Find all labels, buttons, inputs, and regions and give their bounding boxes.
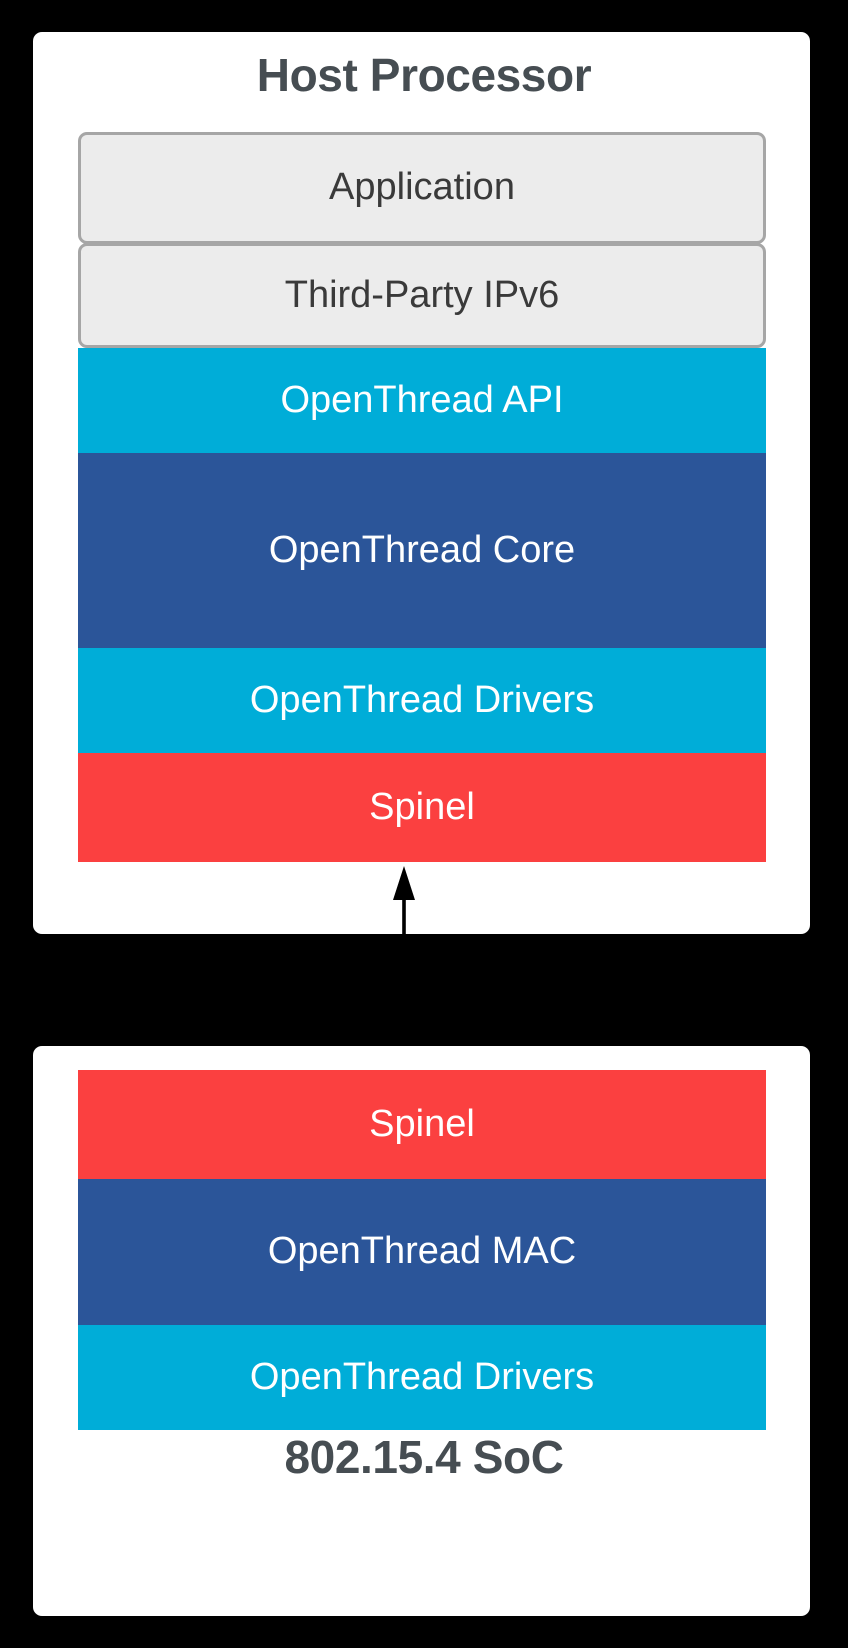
layer-openthread-api-label: OpenThread API — [280, 378, 564, 421]
layer-spinel-soc-label: Spinel — [369, 1102, 475, 1145]
host-processor-layer-stack: Application Third-Party IPv6 OpenThread … — [78, 132, 766, 862]
layer-spinel-host-label: Spinel — [369, 785, 475, 828]
layer-openthread-core[interactable]: OpenThread Core — [78, 453, 766, 648]
layer-spinel-host[interactable]: Spinel — [78, 753, 766, 862]
spinel-link-double-arrow — [390, 866, 418, 1064]
layer-openthread-drivers-host-label: OpenThread Drivers — [249, 678, 595, 721]
layer-openthread-drivers-host[interactable]: OpenThread Drivers — [78, 648, 766, 753]
layer-spinel-soc[interactable]: Spinel — [78, 1070, 766, 1179]
layer-openthread-drivers-soc-label: OpenThread Drivers — [249, 1355, 595, 1398]
layer-application-label: Application — [329, 166, 515, 209]
layer-openthread-core-label: OpenThread Core — [268, 528, 576, 571]
host-processor-title: Host Processor — [256, 49, 592, 101]
layer-openthread-mac[interactable]: OpenThread MAC — [78, 1179, 766, 1325]
layer-openthread-api[interactable]: OpenThread API — [78, 348, 766, 453]
soc-layer-stack: Spinel OpenThread MAC OpenThread Drivers — [78, 1070, 766, 1430]
soc-title: 802.15.4 SoC — [284, 1431, 564, 1483]
layer-application[interactable]: Application — [78, 132, 766, 244]
layer-openthread-drivers-soc[interactable]: OpenThread Drivers — [78, 1325, 766, 1430]
layer-third-party-ipv6[interactable]: Third-Party IPv6 — [78, 243, 766, 348]
layer-third-party-ipv6-label: Third-Party IPv6 — [284, 273, 560, 316]
layer-openthread-mac-label: OpenThread MAC — [267, 1230, 577, 1273]
double-headed-arrow-icon — [393, 866, 415, 1064]
